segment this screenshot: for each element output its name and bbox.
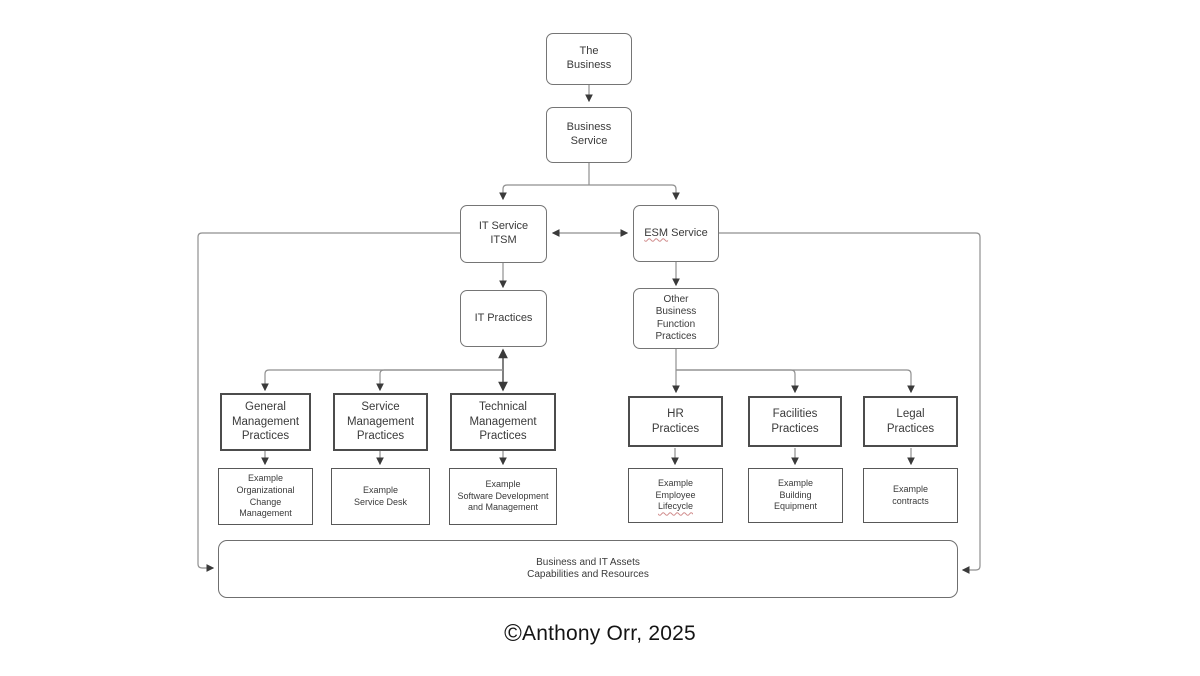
node-label: Other Business Function Practices (655, 293, 697, 343)
node-business-service: Business Service (546, 107, 632, 163)
node-the-business: The Business (546, 33, 632, 85)
node-other-business-function-practices: Other Business Function Practices (633, 288, 719, 349)
node-label: Example Building Equipment (773, 477, 818, 512)
node-label: Example Organizational Change Management (236, 473, 295, 519)
connector-esm-to-assets-right (719, 232, 981, 574)
node-example-software-development: Example Software Development and Managem… (449, 468, 557, 525)
node-hr-practices: HR Practices (628, 396, 723, 447)
node-business-it-assets: Business and IT Assets Capabilities and … (218, 540, 958, 598)
connector-service-to-esm (589, 184, 680, 201)
node-label: Example Software Development and Managem… (457, 478, 549, 513)
connector-rail-to-legal (676, 369, 915, 394)
node-label: HR Practices (651, 408, 700, 435)
node-facilities-practices: Facilities Practices (748, 396, 842, 447)
node-example-contracts: Example contracts (863, 468, 958, 523)
connector-rail-to-general (261, 369, 503, 392)
node-legal-practices: Legal Practices (863, 396, 958, 447)
node-label: Example contracts (892, 483, 929, 506)
node-esm-service: ESM Service (633, 205, 719, 262)
node-label: IT Practices (474, 311, 533, 324)
node-label: Business and IT Assets Capabilities and … (527, 556, 649, 581)
node-label: General Management Practices (231, 401, 300, 443)
node-label: Business Service (566, 121, 612, 147)
node-example-service-desk: Example Service Desk (331, 468, 430, 525)
node-label: Example Service Desk (353, 484, 407, 507)
node-label: Technical Management Practices (469, 401, 537, 443)
node-label: Service Management Practices (346, 401, 415, 443)
connector-rail-to-facilities (676, 369, 799, 394)
copyright-symbol: © (504, 620, 523, 647)
copyright-text: ©Anthony Orr, 2025 (504, 620, 696, 647)
node-it-service: IT Service ITSM (460, 205, 547, 263)
connector-itservice-to-assets-left (197, 232, 460, 572)
node-label: Legal Practices (886, 408, 935, 435)
spellcheck-underlined-word: ESM (644, 226, 669, 239)
node-label: Facilities Practices (771, 408, 819, 435)
node-technical-management-practices: Technical Management Practices (450, 393, 556, 451)
node-example-building-equipment: Example Building Equipment (748, 468, 843, 523)
node-label: IT Service ITSM (478, 220, 529, 246)
node-example-organizational-change-management: Example Organizational Change Management (218, 468, 313, 525)
connector-rail-to-servicemgmt (376, 369, 503, 392)
node-service-management-practices: Service Management Practices (333, 393, 428, 451)
spellcheck-underlined-word: Lifecycle (657, 501, 693, 512)
node-label: The Business (566, 45, 612, 71)
node-general-management-practices: General Management Practices (220, 393, 311, 451)
connector-service-to-itservice (499, 184, 589, 201)
node-it-practices: IT Practices (460, 290, 547, 347)
node-label: ESM Service (644, 226, 708, 239)
